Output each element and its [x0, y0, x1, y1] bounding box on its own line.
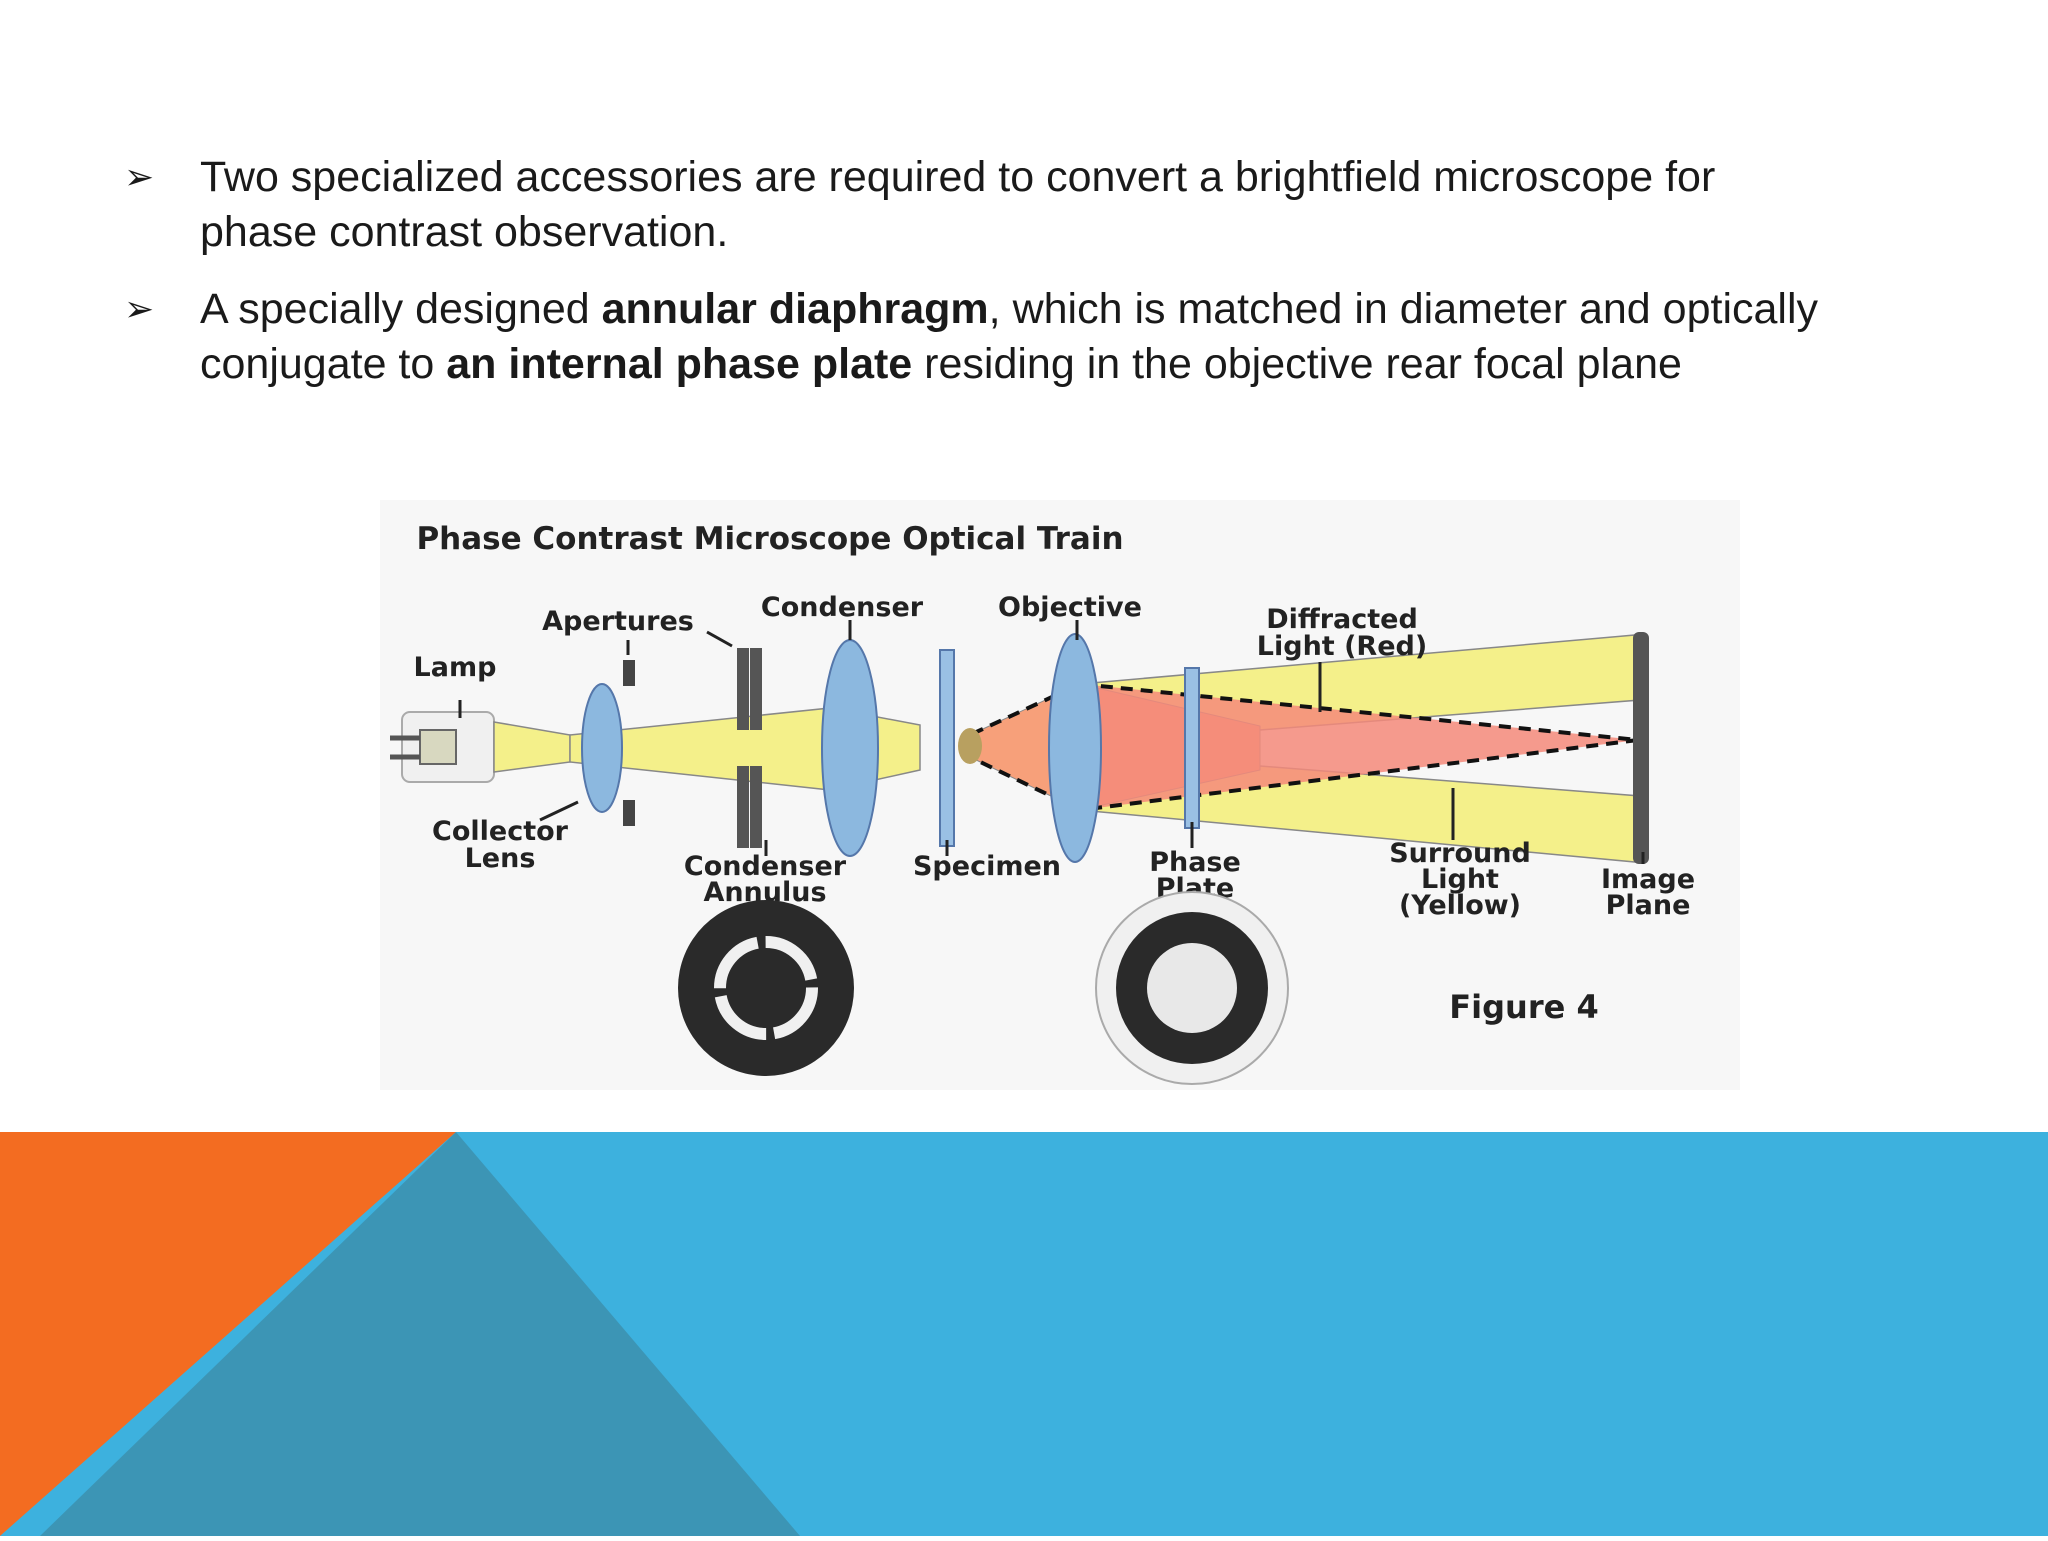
arrow-bullet-icon: ➢	[124, 289, 155, 330]
condenser-annulus-element	[734, 648, 766, 848]
lamp-icon	[390, 711, 495, 783]
label-surround-line2: Light	[1421, 864, 1499, 895]
phase-plate-element	[1184, 667, 1200, 829]
footer-orange-triangle	[0, 1132, 456, 1536]
arrow-bullet-icon: ➢	[124, 157, 155, 198]
phase-plate-disc	[1095, 891, 1289, 1085]
aperture-stop	[623, 660, 635, 686]
specimen-slide	[939, 649, 955, 847]
label-image-line1: Image	[1601, 864, 1695, 895]
label-apertures: Apertures	[542, 606, 694, 637]
footer-steel-triangle	[40, 1132, 800, 1536]
bold-term: an internal phase plate	[446, 340, 913, 388]
figure-caption: Figure 4	[1449, 988, 1598, 1026]
label-surround-line1: Surround	[1389, 838, 1531, 869]
label-objective: Objective	[998, 592, 1142, 623]
bullet-item: ➢ Two specialized accessories are requir…	[120, 150, 1820, 260]
bullet-text: residing in the objective rear focal pla…	[912, 340, 1682, 388]
label-surround-line3: (Yellow)	[1399, 890, 1521, 921]
bullet-text: , which is matched in diameter and optic…	[200, 285, 1819, 388]
decorative-footer	[0, 1132, 2048, 1536]
label-diffracted-line2: Light (Red)	[1257, 631, 1427, 662]
aperture-stop	[623, 800, 635, 826]
label-lamp: Lamp	[414, 652, 497, 683]
collector-lens	[581, 683, 623, 813]
specimen-object	[958, 728, 982, 764]
condenser-lens	[821, 639, 879, 857]
bullet-text: Two specialized accessories are required…	[200, 153, 1716, 256]
label-collector-line1: Collector	[432, 816, 569, 847]
label-collector-line2: Lens	[465, 843, 536, 874]
label-phase-line1: Phase	[1149, 847, 1241, 878]
label-image-line2: Plane	[1606, 890, 1691, 921]
condenser-annulus-disc	[678, 900, 854, 1076]
label-specimen: Specimen	[913, 851, 1061, 882]
objective-lens	[1048, 633, 1102, 863]
optical-train-figure: Phase Contrast Microscope Optical Train	[380, 500, 1740, 1090]
image-plane-element	[1633, 632, 1649, 864]
label-condenser: Condenser	[761, 592, 924, 623]
bullet-item: ➢ A specially designed annular diaphragm…	[120, 282, 1820, 392]
bold-term: annular diaphragm	[601, 285, 989, 333]
label-diffracted-line1: Diffracted	[1266, 604, 1418, 635]
bullet-list: ➢ Two specialized accessories are requir…	[120, 150, 1820, 392]
label-annulus-line1: Condenser	[684, 851, 847, 882]
bullet-text: A specially designed	[200, 285, 602, 333]
figure-title: Phase Contrast Microscope Optical Train	[416, 521, 1123, 557]
